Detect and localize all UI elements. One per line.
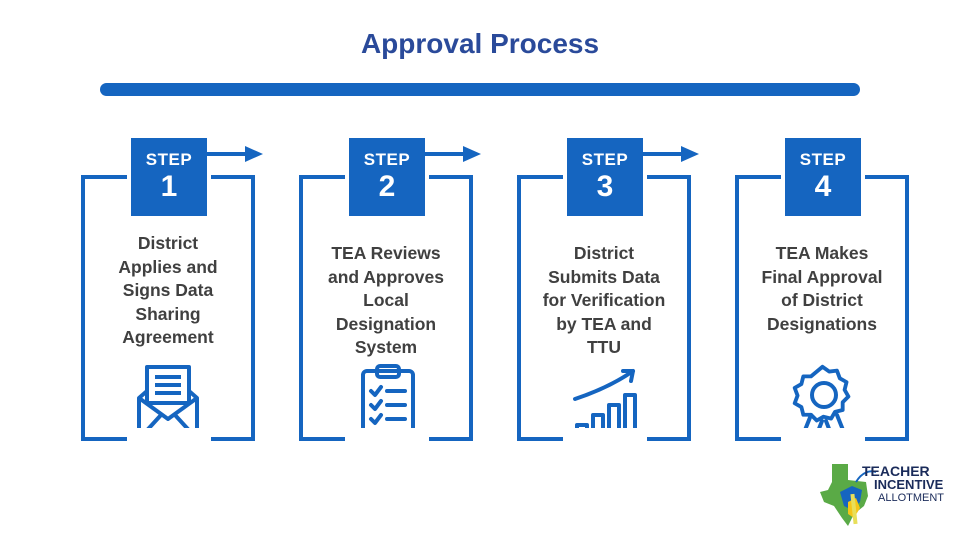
step-2-line: TEA Reviews: [331, 243, 441, 263]
step-4-line: Designations: [767, 313, 877, 334]
step-3-line: District: [573, 243, 635, 263]
step-3-label: STEP: [581, 150, 629, 169]
step-1-header: STEP 1: [131, 138, 207, 216]
step-1-line: Sharing: [135, 303, 201, 324]
arrow-right-icon: [643, 146, 699, 162]
step-1-line: Agreement: [122, 327, 214, 347]
logo-wordmark: TEACHER INCENTIVE ALLOTMENT: [862, 464, 944, 505]
step-2-label: STEP: [363, 150, 411, 169]
step-4-number: 4: [814, 170, 832, 203]
step-1-line: Signs Data: [122, 280, 214, 300]
logo-line-3: ALLOTMENT: [878, 492, 945, 504]
step-3-description: District Submits Data for Verification b…: [523, 242, 685, 360]
step-4-line: TEA Makes: [775, 243, 869, 263]
step-1-card: STEP 1 District Applies and Signs Data S…: [81, 138, 263, 444]
step-3-line: Submits Data: [548, 266, 660, 287]
step-3-line: for Verification: [542, 290, 666, 310]
step-3-header: STEP 3: [567, 138, 643, 216]
step-4-line: of District: [781, 290, 863, 310]
step-4-line: Final Approval: [761, 266, 883, 287]
step-2-number: 2: [378, 170, 396, 203]
step-4-label: STEP: [799, 150, 847, 169]
step-2-header: STEP 2: [349, 138, 425, 216]
arrow-right-icon: [207, 146, 263, 162]
step-3-line: by TEA and: [556, 313, 652, 334]
step-2-line: and Approves: [327, 266, 445, 287]
teacher-incentive-allotment-logo: [818, 462, 958, 532]
step-3-number: 3: [596, 170, 614, 203]
step-1-number: 1: [160, 170, 178, 203]
step-2-line: System: [354, 337, 418, 357]
step-1-label: STEP: [145, 150, 193, 169]
page-title: Approval Process: [360, 28, 600, 59]
logo-line-1: TEACHER: [862, 463, 930, 479]
step-4-description: TEA Makes Final Approval of District Des…: [741, 242, 903, 336]
step-2-description: TEA Reviews and Approves Local Designati…: [305, 242, 467, 360]
step-3-line: TTU: [586, 337, 622, 357]
step-1-line: District: [137, 233, 199, 253]
arrow-right-icon: [425, 146, 481, 162]
step-4-card: STEP 4 TEA Makes Final Approval of Distr…: [735, 138, 917, 444]
step-2-card: STEP 2 TEA Reviews and Approves Local De…: [299, 138, 481, 444]
step-2-line: Designation: [335, 313, 437, 334]
step-4-header: STEP 4: [785, 138, 861, 216]
step-3-card: STEP 3 District Submits Data for Verific…: [517, 138, 699, 444]
title-divider-bar: [100, 83, 860, 96]
step-1-description: District Applies and Signs Data Sharing …: [87, 232, 249, 350]
step-1-line: Applies and: [118, 256, 218, 277]
step-2-line: Local: [363, 290, 409, 310]
texas-map-logo-icon: [820, 464, 877, 526]
logo-line-2: INCENTIVE: [874, 477, 944, 492]
